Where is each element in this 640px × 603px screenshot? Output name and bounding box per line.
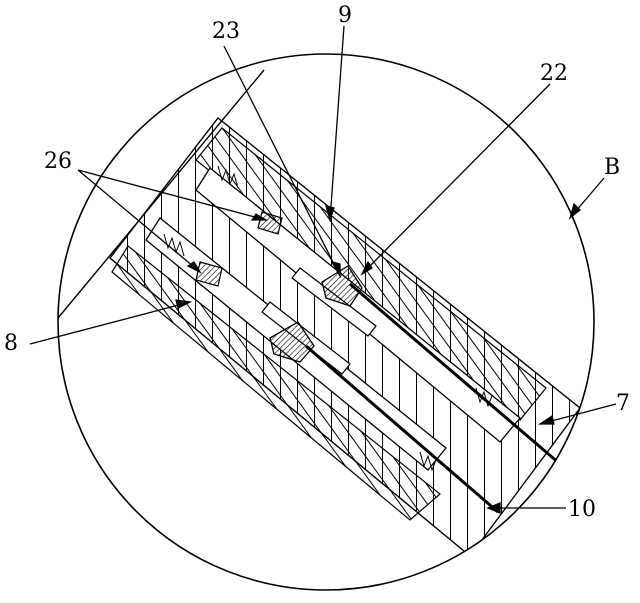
upper-wire [349,282,561,466]
housing-body [109,117,581,558]
lower-wire-10 [305,344,499,514]
label-b: B [604,155,620,180]
lower-block-26 [195,261,223,287]
clipped-assembly [58,69,581,558]
lower-right-spring [419,451,437,472]
label-23: 23 [212,19,240,44]
upper-cover [195,127,547,421]
label-8: 8 [4,331,18,356]
label-22: 22 [540,61,568,86]
lower-wedge [269,321,315,363]
upper-step-block [291,267,377,337]
label-9: 9 [338,3,352,28]
label-26: 26 [44,149,72,174]
detail-circle [57,53,595,591]
upper-left-spring [217,165,239,189]
label-7: 7 [616,391,630,416]
lower-left-spring [163,233,185,257]
lower-cover [111,245,441,521]
upper-channel [195,167,521,443]
upper-block-26 [257,211,283,235]
label-10: 10 [568,497,596,522]
leaders [29,25,617,514]
upper-wedge-23 [321,265,363,307]
